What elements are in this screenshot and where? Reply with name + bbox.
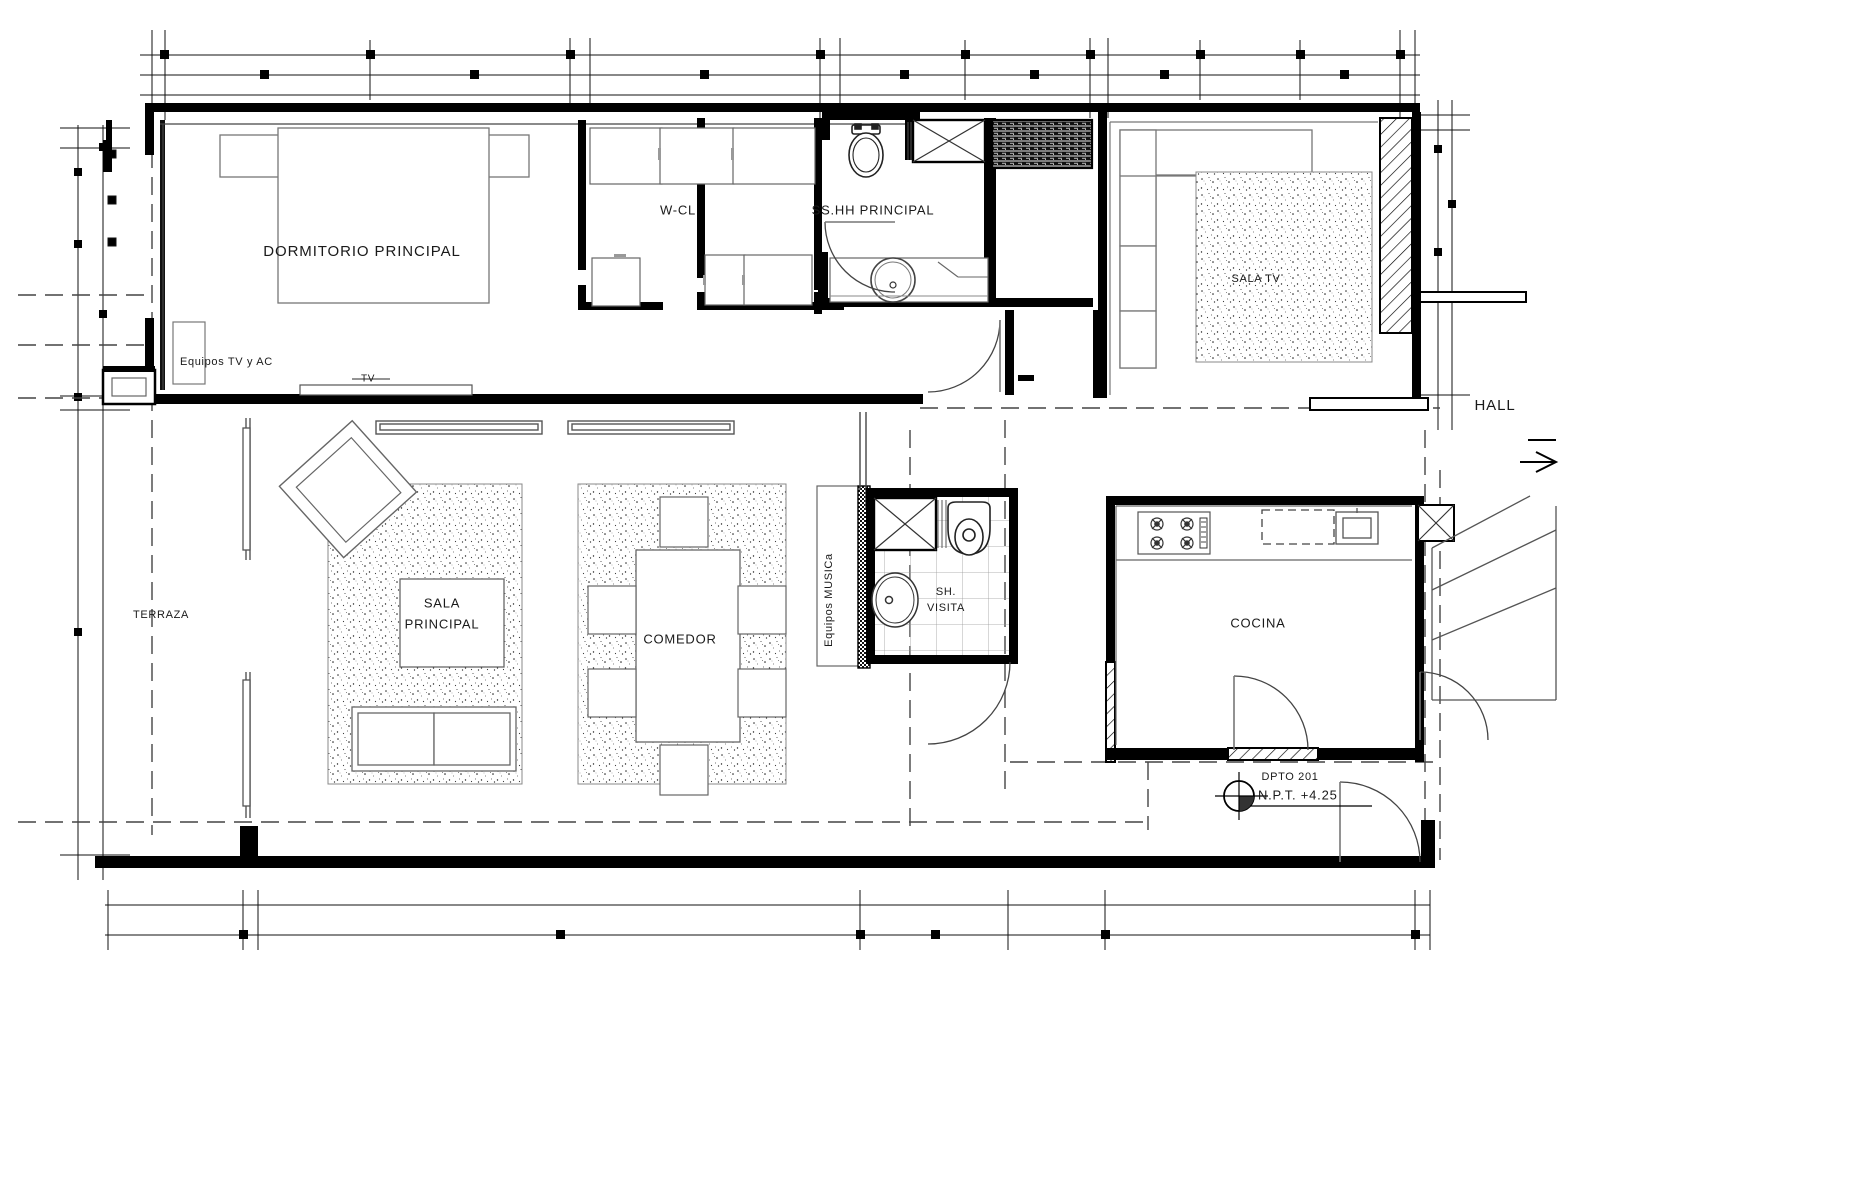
room-label-comedor: COMEDOR — [643, 631, 716, 646]
annotation-npt-level: N.P.T. +4.25 — [1258, 787, 1338, 802]
sala-tv-cabinet — [1309, 291, 1527, 411]
dining-table — [635, 549, 741, 743]
room-label-sala-tv: SALA TV — [1231, 273, 1280, 285]
left-jamb-block — [103, 120, 112, 172]
kitchen-sink — [1335, 508, 1379, 545]
dimension-ticks-right — [1434, 145, 1456, 256]
shower-guest-bath — [872, 496, 947, 552]
door-swing-service-entry — [1339, 781, 1421, 863]
sala-principal-sofa — [351, 706, 517, 772]
bedroom-furniture — [219, 127, 530, 304]
toilet-main-bath — [848, 123, 884, 178]
annotation-equipos-tv-ac: Equipos TV y AC — [180, 356, 273, 368]
closet-shelving — [589, 127, 816, 307]
room-label-terraza: TERRAZA — [133, 609, 189, 621]
annotation-dpto-201: DPTO 201 — [1261, 771, 1318, 783]
annotation-tv-niche: TV — [361, 374, 375, 385]
hall-entry-arrow — [1520, 439, 1559, 473]
room-label-w-cl: W-CL — [660, 202, 696, 217]
entry-vestibule — [101, 366, 157, 406]
room-label-sh-visita-line2: VISITA — [927, 602, 965, 614]
kitchen-counter — [1115, 505, 1412, 745]
dimension-ticks-bottom — [239, 930, 1420, 939]
vanity-main-bath — [829, 257, 989, 303]
room-label-sala-principal-line2: PRINCIPAL — [405, 616, 480, 631]
shower-main-bath — [907, 118, 987, 164]
closet-handles — [614, 148, 745, 285]
room-label-ss-hh-principal: SS.HH PRINCIPAL — [812, 202, 935, 217]
door-swing-corridor — [927, 319, 1001, 393]
sala-tv-rug — [1195, 171, 1373, 363]
armchair-rotated — [278, 419, 418, 559]
bedroom-inner-wall-lines — [160, 123, 915, 390]
basin-guest-bath — [871, 572, 919, 628]
door-swing-kitchen — [1233, 675, 1309, 751]
room-label-sh-visita-line1: SH. — [936, 586, 956, 598]
window-sills-lower — [375, 420, 735, 435]
sala-tv-inner-line — [1109, 121, 1378, 395]
level-datum-symbol — [1215, 772, 1372, 820]
coffee-table — [399, 578, 505, 668]
louver-cabinet — [990, 118, 1094, 170]
sala-tv-sofa — [1119, 129, 1313, 369]
bathroom-door-jamb — [814, 252, 828, 304]
dimension-ticks-top — [160, 50, 1405, 79]
kitchen-upper-cabinet — [1261, 509, 1335, 545]
room-label-cocina: COCINA — [1230, 615, 1285, 630]
room-label-dormitorio-principal: DORMITORIO PRINCIPAL — [263, 243, 460, 260]
sala-tv-walls — [1098, 112, 1413, 398]
equipos-tv-ac-box — [172, 321, 206, 385]
service-stair — [1431, 495, 1557, 701]
terrace-door-leaves — [242, 427, 251, 807]
door-swing-closet — [824, 221, 896, 293]
stove-cooktop — [1137, 511, 1211, 555]
door-swing-guest-bath — [927, 661, 1011, 745]
room-label-sala-principal-line1: SALA — [424, 595, 460, 610]
kitchen-tall-unit — [1417, 504, 1455, 542]
corridor-stubs — [1005, 310, 1102, 398]
room-label-hall: HALL — [1474, 397, 1515, 414]
dimension-grid-bottom — [105, 890, 1431, 950]
toilet-guest-bath — [947, 501, 991, 556]
walls-lower-block — [95, 820, 1435, 868]
guest-bath-walls — [866, 488, 1018, 664]
dining-chairs — [587, 496, 787, 796]
tv-wall-unit — [299, 378, 473, 396]
door-swing-right-exterior — [1419, 671, 1489, 741]
annotation-equipos-musica: Equipos MUSICa — [823, 553, 835, 647]
